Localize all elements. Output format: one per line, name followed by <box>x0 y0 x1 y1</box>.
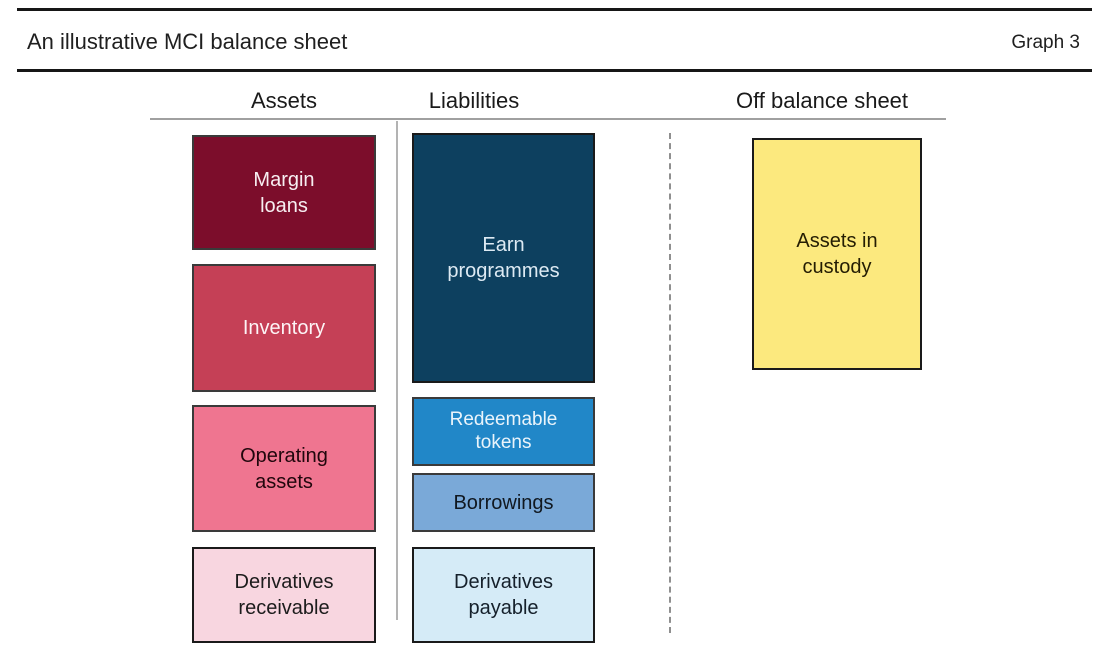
box-derivatives-payable: Derivatives payable <box>412 547 595 643</box>
off-balance-sheet-dashed-separator <box>669 133 671 633</box>
box-redeemable-tokens: Redeemable tokens <box>412 397 595 466</box>
box-inventory: Inventory <box>192 264 376 392</box>
box-derivatives-receivable: Derivatives receivable <box>192 547 376 643</box>
graph-number-label: Graph 3 <box>1011 32 1080 53</box>
assets-liabilities-separator-line <box>396 121 398 620</box>
box-assets-in-custody: Assets in custody <box>752 138 922 370</box>
column-header-underline <box>150 118 946 120</box>
box-earn-programmes: Earn programmes <box>412 133 595 383</box>
box-borrowings: Borrowings <box>412 473 595 532</box>
box-operating-assets: Operating assets <box>192 405 376 532</box>
title-divider-rule <box>17 69 1092 72</box>
top-rule <box>17 8 1092 11</box>
column-header-assets: Assets <box>250 88 318 113</box>
page-title: An illustrative MCI balance sheet <box>27 29 348 54</box>
column-header-liabilities: Liabilities <box>428 88 520 113</box>
box-margin-loans: Margin loans <box>192 135 376 250</box>
column-header-off-balance-sheet: Off balance sheet <box>735 88 909 113</box>
